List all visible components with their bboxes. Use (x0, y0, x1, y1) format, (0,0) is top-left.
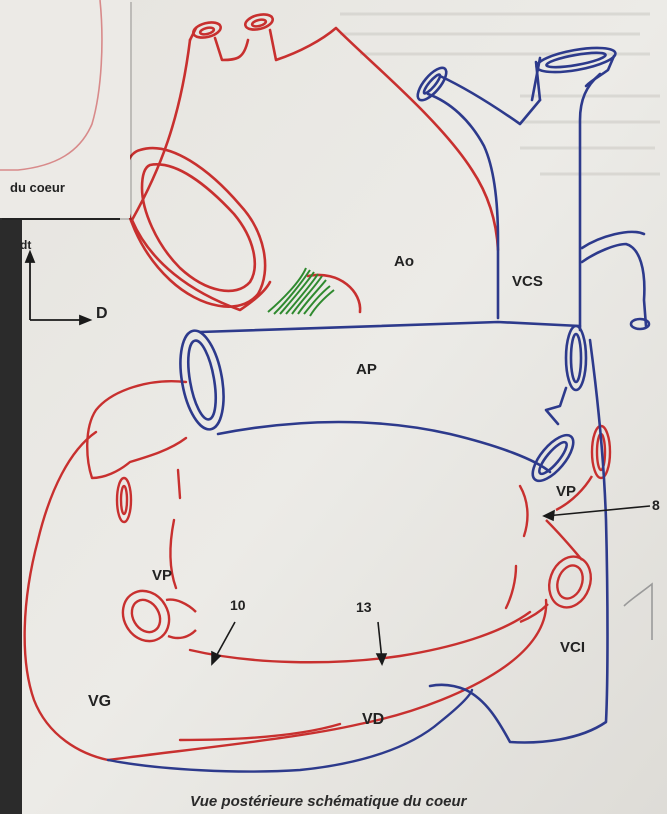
label-ao: Ao (394, 253, 414, 270)
label-vp-right: VP (556, 483, 576, 500)
label-vg: VG (88, 693, 111, 710)
axis-right-label: D (96, 305, 108, 322)
inset-page-fragment: du coeur (0, 0, 130, 218)
label-vci: VCI (560, 639, 585, 656)
label-vp-left: VP (152, 567, 172, 584)
label-vd: VD (362, 711, 384, 728)
label-10: 10 (230, 597, 246, 613)
inset-caption: du coeur (10, 180, 65, 195)
axis-up-label: dt (20, 238, 31, 252)
label-vcs: VCS (512, 273, 543, 290)
figure-caption: Vue postérieure schématique du coeur (190, 793, 468, 810)
label-13: 13 (356, 599, 372, 615)
label-8: 8 (652, 497, 660, 513)
inset-drawing: du coeur (0, 0, 130, 218)
inset-heart-outline (0, 0, 102, 170)
label-ap: AP (356, 361, 377, 378)
